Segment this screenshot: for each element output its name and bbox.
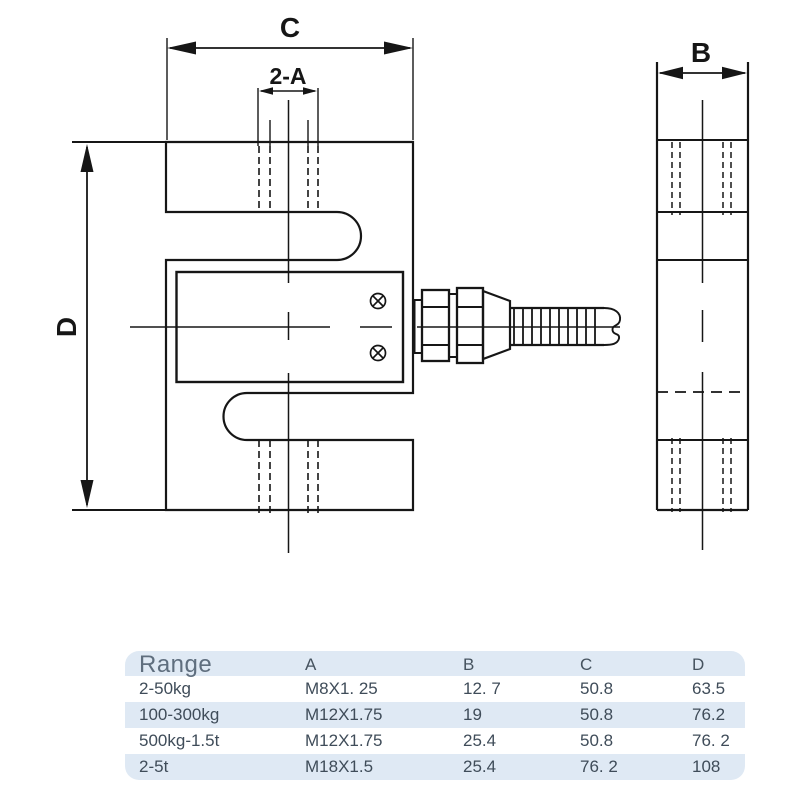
header-a: A <box>305 655 317 674</box>
cell-b: 12. 7 <box>463 679 501 698</box>
body-outline <box>164 140 415 512</box>
cell-b: 25.4 <box>463 731 497 750</box>
table-row: 100-300kg M12X1.75 19 50.8 76.2 <box>125 702 745 728</box>
b-dimension: B <box>658 37 747 80</box>
a-dimension-label: 2-A <box>269 63 306 89</box>
header-d: D <box>692 655 705 674</box>
c-dimension-label: C <box>280 12 300 43</box>
technical-drawing: C 2-A D <box>51 12 750 553</box>
cell-d: 108 <box>692 757 721 776</box>
cell-c: 50.8 <box>580 679 614 698</box>
bottom-hole-hidden-lines <box>258 440 319 516</box>
cell-range: 2-5t <box>139 757 169 776</box>
cell-d: 63.5 <box>692 679 726 698</box>
b-dimension-label: B <box>691 37 711 68</box>
cell-range: 500kg-1.5t <box>139 731 220 750</box>
cable-ribs <box>513 308 596 345</box>
side-view: B <box>655 37 750 550</box>
cell-d: 76.2 <box>692 705 726 724</box>
side-hole-hidden-lines <box>671 142 732 512</box>
gland-nut-1 <box>420 288 451 363</box>
screw-bottom-icon <box>369 344 387 362</box>
arrow-left-icon <box>259 87 273 95</box>
front-view <box>72 100 620 553</box>
front-centerlines <box>130 100 620 553</box>
cell-b: 25.4 <box>463 757 497 776</box>
table-row: 500kg-1.5t M12X1.75 25.4 50.8 76. 2 <box>125 728 745 754</box>
top-hole-hidden-lines <box>258 146 319 212</box>
gland-washer <box>448 293 458 358</box>
cell-d: 76. 2 <box>692 731 730 750</box>
cell-c: 50.8 <box>580 705 614 724</box>
arrow-up-icon <box>80 144 94 172</box>
a-dimension: 2-A <box>257 63 319 146</box>
d-dimension-label: D <box>51 317 82 337</box>
header-b: B <box>463 655 475 674</box>
arrow-down-icon <box>80 480 94 508</box>
gland-nut-2 <box>455 286 485 365</box>
c-dimension: C <box>166 12 414 140</box>
header-c: C <box>580 655 593 674</box>
spec-table-header: Range A B C D <box>125 651 745 678</box>
cell-range: 100-300kg <box>139 705 220 724</box>
d-dimension: D <box>51 144 94 508</box>
cell-a: M8X1. 25 <box>305 679 378 698</box>
cell-b: 19 <box>463 705 482 724</box>
cell-range: 2-50kg <box>139 679 191 698</box>
cable-break-icon <box>603 307 622 346</box>
arrow-right-icon <box>384 41 413 55</box>
cell-a: M12X1.75 <box>305 705 383 724</box>
cell-a: M12X1.75 <box>305 731 383 750</box>
cell-c: 76. 2 <box>580 757 618 776</box>
arrow-right-icon <box>722 66 747 80</box>
cable-gland <box>413 286 622 365</box>
arrow-left-icon <box>658 66 683 80</box>
screw-top-icon <box>369 292 387 310</box>
strain-relief-cone <box>481 289 512 361</box>
arrow-left-icon <box>167 41 196 55</box>
cell-c: 50.8 <box>580 731 614 750</box>
arrow-right-icon <box>303 87 317 95</box>
spec-table: Range A B C D 2-50kg M8X1. 25 12. 7 50.8… <box>125 651 745 780</box>
table-row: 2-5t M18X1.5 25.4 76. 2 108 <box>125 754 745 780</box>
table-row: 2-50kg M8X1. 25 12. 7 50.8 63.5 <box>125 676 745 702</box>
cell-a: M18X1.5 <box>305 757 374 776</box>
header-range: Range <box>139 651 213 678</box>
